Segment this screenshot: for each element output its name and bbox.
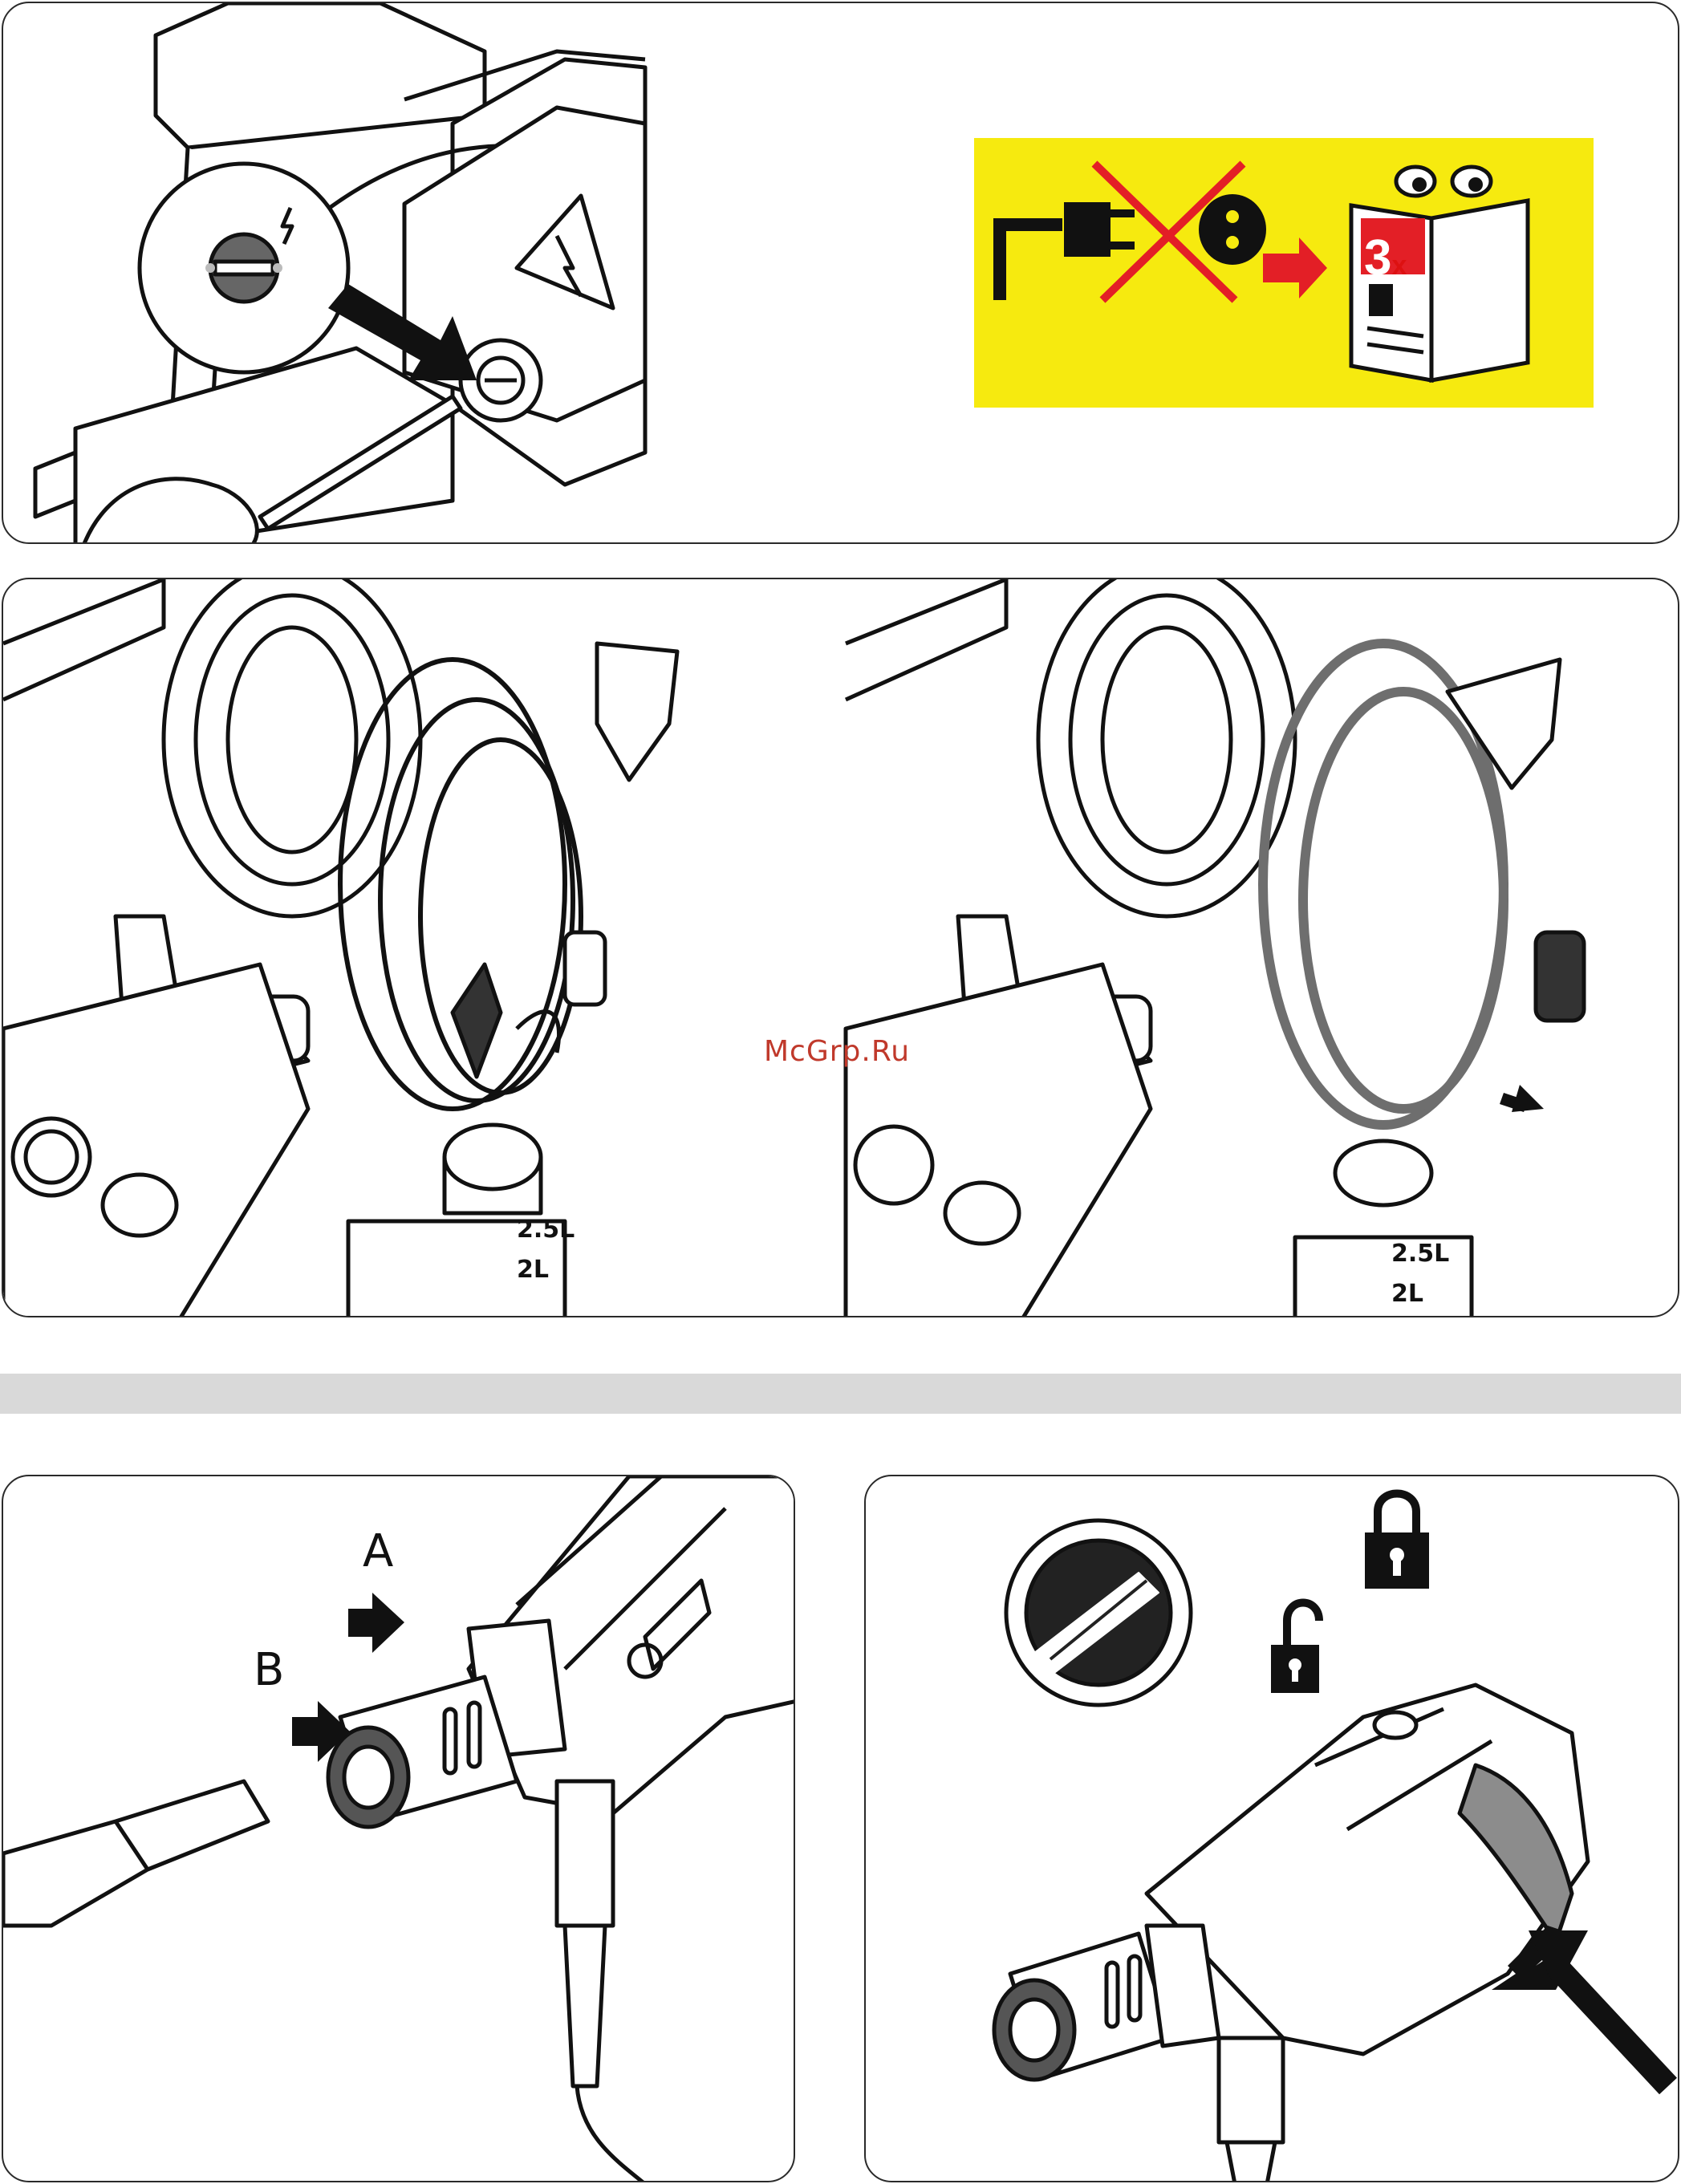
- illustration-cover-removal: [3, 3, 1679, 544]
- bottle-volume-small: 2L: [517, 1256, 549, 1284]
- bottle-volume-large-right: 2.5L: [1391, 1240, 1449, 1268]
- label-a: A: [363, 1529, 393, 1574]
- panel-trigger-lock: [864, 1475, 1679, 2182]
- illustration-cable-wrap: 2.5L 2L 2.5L 2L: [3, 579, 1679, 1317]
- watermark: McGrp.Ru: [764, 1035, 910, 1068]
- manual-count-label: 3x: [1364, 229, 1407, 286]
- label-b: B: [254, 1648, 284, 1693]
- panel-cable-storage: 2.5L 2L 2.5L 2L: [2, 578, 1679, 1317]
- bottle-volume-large: 2.5L: [517, 1216, 575, 1244]
- illustration-trigger-lock: [866, 1476, 1679, 2182]
- lock-icon: [1365, 1494, 1429, 1589]
- unlock-icon: [1271, 1603, 1319, 1694]
- illustration-quick-coupling: [3, 1476, 795, 2182]
- panel-disconnect-before-service: 3x: [2, 2, 1679, 544]
- pull-arrow-icon: [1512, 1085, 1544, 1112]
- panel-quick-coupling: A B: [2, 1475, 795, 2182]
- arrow-a-icon: [348, 1593, 404, 1653]
- bottle-volume-small-right: 2L: [1391, 1280, 1423, 1308]
- section-divider: [0, 1374, 1681, 1414]
